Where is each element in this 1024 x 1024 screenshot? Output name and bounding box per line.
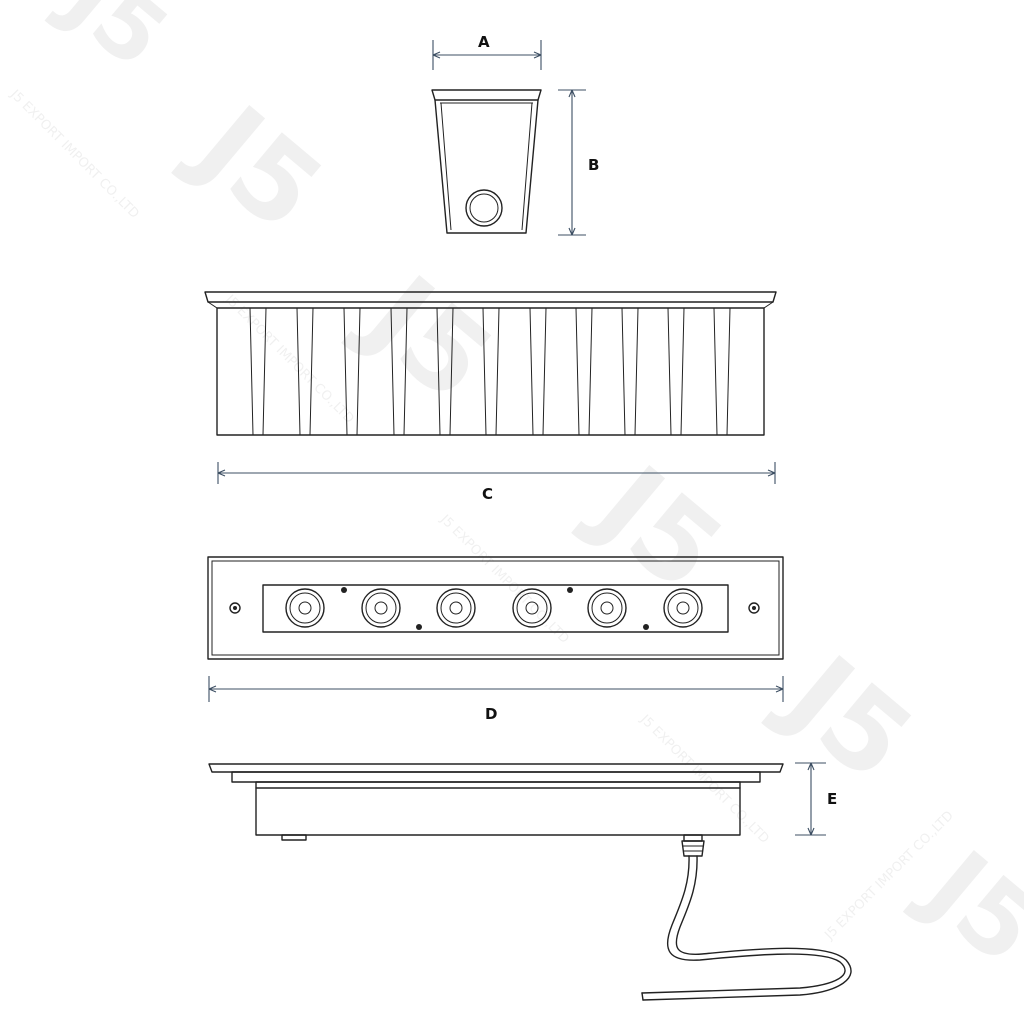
cooling-fin (343, 307, 361, 436)
cooling-fin (296, 307, 314, 436)
watermark-company-text: J5 EXPORT IMPORT CO.,LTD (636, 712, 771, 847)
dimension-d: D (208, 676, 784, 723)
cooling-fin (249, 307, 267, 436)
cooling-fin (390, 307, 408, 436)
watermark-layer: J5 J5 J5 J5 J5 J5 J5 EXPORT IMPORT CO.,L… (6, 0, 1024, 987)
watermark-logo-text: J5 (568, 437, 746, 615)
dimension-e-label: E (827, 790, 837, 808)
cooling-fin (621, 307, 639, 436)
cooling-fins (249, 307, 731, 436)
cooling-fin (529, 307, 547, 436)
cooling-fin (482, 307, 500, 436)
led-lens-row (285, 588, 703, 628)
dimension-c-label: C (482, 485, 493, 503)
side-view: C (204, 291, 777, 503)
watermark-logo-text: J5 (758, 627, 936, 805)
watermark-company-text: J5 EXPORT IMPORT CO.,LTD (221, 292, 356, 427)
dimension-d-label: D (485, 705, 497, 723)
cable-gland-icon (465, 189, 503, 227)
top-view: D (207, 556, 784, 723)
watermark-logo: J5 (338, 247, 516, 425)
end-view: A B (431, 33, 599, 236)
front-view: E (208, 762, 852, 1001)
watermark-logo: J5 (41, 0, 187, 89)
led-lens-icon (285, 588, 325, 628)
cable-gland (681, 834, 705, 857)
watermark-logo-text: J5 (41, 0, 187, 89)
watermark-company: J5 EXPORT IMPORT CO.,LTD (221, 292, 356, 427)
dimension-b: B (558, 89, 599, 236)
dimension-a: A (432, 33, 542, 70)
led-lens-icon (663, 588, 703, 628)
watermark-logo: J5 (758, 627, 936, 805)
cooling-fin (713, 307, 731, 436)
power-cable (641, 855, 852, 1001)
led-lens-icon (436, 588, 476, 628)
dimension-c: C (217, 462, 776, 503)
cooling-fin (575, 307, 593, 436)
dimension-b-label: B (588, 156, 599, 174)
cooling-fin (667, 307, 685, 436)
screw-left (229, 602, 241, 614)
led-lens-icon (587, 588, 627, 628)
led-lens-icon (512, 588, 552, 628)
watermark-logo-text: J5 (168, 77, 346, 255)
dimension-e: E (795, 762, 837, 836)
watermark-logo-text: J5 (338, 247, 516, 425)
dimension-a-label: A (478, 33, 490, 51)
screw-right (748, 602, 760, 614)
led-lens-icon (361, 588, 401, 628)
cooling-fin (436, 307, 454, 436)
watermark-company: J5 EXPORT IMPORT CO.,LTD (6, 87, 141, 222)
watermark-logo: J5 (168, 77, 346, 255)
watermark-company-text: J5 EXPORT IMPORT CO.,LTD (6, 87, 141, 222)
watermark-logo: J5 (568, 437, 746, 615)
watermark-company: J5 EXPORT IMPORT CO.,LTD (636, 712, 771, 847)
